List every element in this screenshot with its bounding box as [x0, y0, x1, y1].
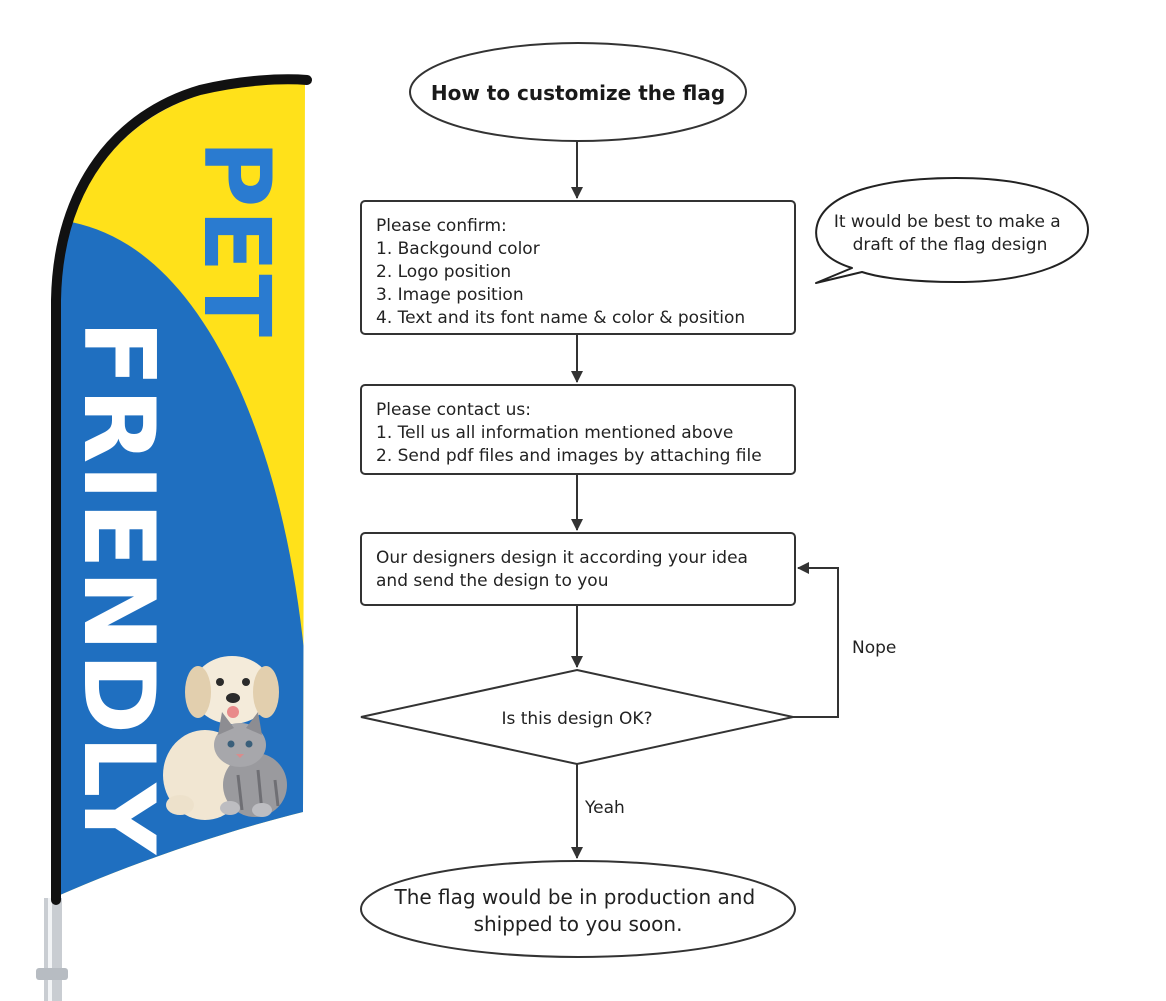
contact-step-line: 1. Tell us all information mentioned abo… — [376, 423, 733, 443]
end-node-line: shipped to you soon. — [474, 912, 683, 936]
flag-word-friendly: FRIENDLY — [61, 320, 175, 855]
design-step-line: and send the design to you — [376, 571, 608, 591]
yeah-label: Yeah — [584, 798, 625, 818]
flowchart: How to customize the flag Please confirm… — [360, 42, 1089, 958]
confirm-step-line: 1. Backgound color — [376, 239, 540, 259]
callout-line: It would be best to make a — [834, 212, 1061, 232]
arrow-nope-loop — [793, 562, 839, 718]
end-node-shape — [360, 860, 796, 958]
callout-text: It would be best to make a draft of the … — [834, 212, 1066, 255]
flag-word-pet: PET — [183, 140, 290, 339]
confirm-step-line: 3. Image position — [376, 285, 524, 305]
flag-pole-base-shine — [48, 898, 52, 1001]
callout-bubble — [815, 177, 1089, 284]
callout-line: draft of the flag design — [853, 235, 1048, 255]
end-node-line: The flag would be in production and — [393, 885, 755, 909]
flag-fabric: PET FRIENDLY — [60, 82, 305, 895]
start-node-title: How to customize the flag — [431, 81, 725, 105]
design-step-line: Our designers design it according your i… — [376, 548, 748, 568]
confirm-step-text: Please confirm: 1. Backgound color 2. Lo… — [376, 216, 745, 328]
contact-step-text: Please contact us: 1. Tell us all inform… — [376, 400, 762, 466]
end-node-text: The flag would be in production and ship… — [393, 885, 761, 936]
design-step-text: Our designers design it according your i… — [376, 548, 753, 591]
contact-step-line: 2. Send pdf files and images by attachin… — [376, 446, 762, 466]
dog-and-kitten-illustration — [163, 656, 287, 820]
decision-text: Is this design OK? — [501, 709, 652, 729]
flag-pole-base — [44, 898, 62, 1001]
nope-label: Nope — [852, 638, 896, 658]
confirm-step-line: Please confirm: — [376, 216, 507, 236]
flag-pole-clamp — [36, 968, 68, 980]
flag-pole-sleeve — [51, 74, 312, 905]
design-step-box — [360, 532, 796, 606]
confirm-step-line: 4. Text and its font name & color & posi… — [376, 308, 745, 328]
contact-step-line: Please contact us: — [376, 400, 531, 420]
confirm-step-line: 2. Logo position — [376, 262, 511, 282]
feather-flag: PET FRIENDLY — [36, 74, 312, 1001]
